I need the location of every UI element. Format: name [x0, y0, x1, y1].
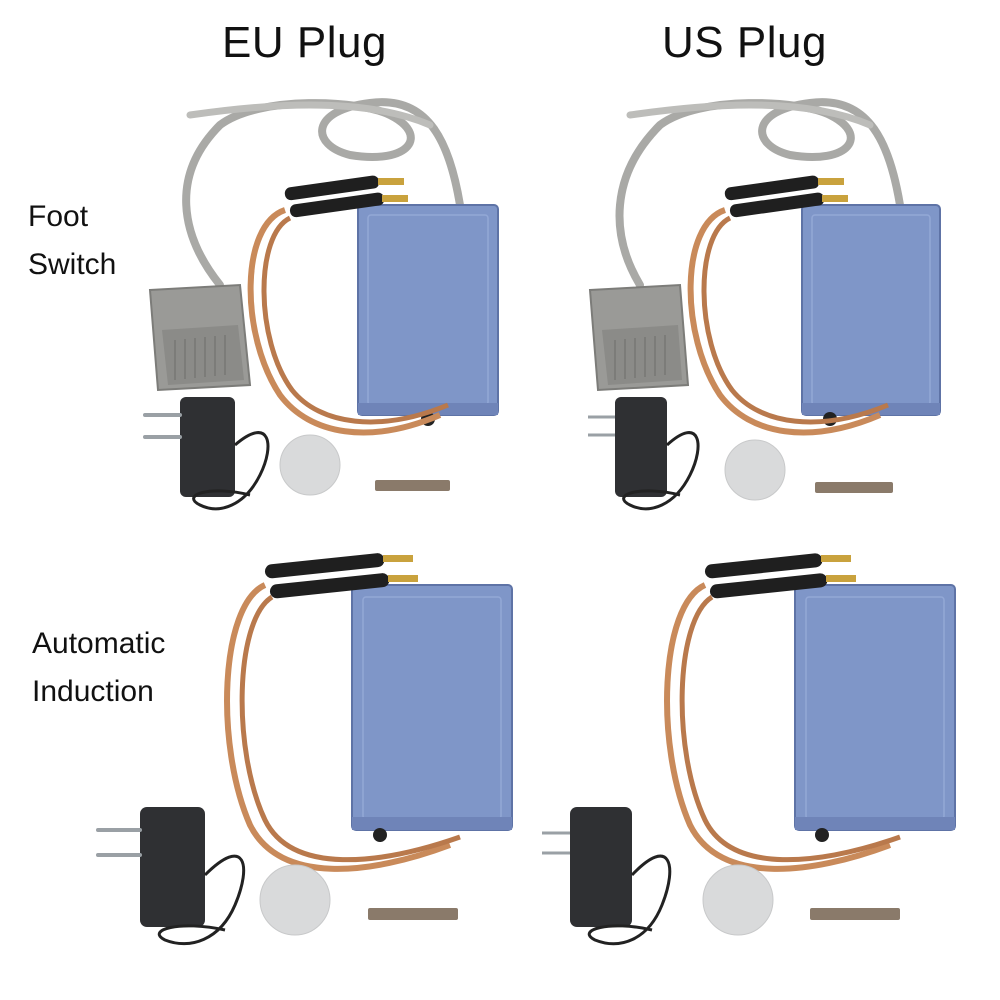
pedal-cable: [615, 98, 904, 289]
pedal-cable: [182, 98, 464, 289]
welding-pen: [284, 175, 408, 218]
welder-body: [351, 584, 513, 842]
sanding-disc: [279, 434, 341, 496]
foot-pedal: [148, 283, 252, 392]
foot-switch-label: Foot Switch: [28, 193, 116, 289]
copper-cable: [247, 207, 442, 436]
copper-cable: [224, 582, 452, 872]
foot-pedal: [588, 283, 690, 392]
copper-cable: [687, 207, 882, 436]
welder-body: [357, 204, 499, 426]
nickel-strip: [815, 482, 893, 493]
welding-pen: [264, 553, 418, 599]
sanding-disc: [702, 864, 774, 936]
welder-body: [801, 204, 941, 426]
eu-plug-heading: EU Plug: [222, 18, 387, 67]
eu-foot-switch-kit-photo: [110, 85, 510, 525]
welding-pen: [724, 175, 848, 218]
foot-switch-label-line-1: Foot: [28, 200, 89, 233]
us-plug-heading: US Plug: [662, 18, 827, 67]
nickel-strip: [810, 908, 900, 920]
nickel-strip: [375, 480, 450, 491]
foot-switch-label-line-2: Switch: [28, 248, 117, 281]
us-automatic-kit-photo: [530, 545, 970, 990]
automatic-induction-label: Automatic Induction: [32, 620, 165, 716]
welding-pen: [704, 553, 856, 599]
us-power-adapter: [542, 807, 672, 946]
automatic-induction-label-line-2: Induction: [32, 675, 154, 708]
eu-automatic-kit-photo: [80, 545, 530, 990]
nickel-strip: [368, 908, 458, 920]
automatic-induction-label-line-1: Automatic: [32, 627, 166, 660]
sanding-disc: [724, 439, 786, 501]
eu-power-adapter: [96, 807, 246, 946]
sanding-disc: [259, 864, 331, 936]
welder-body: [794, 584, 956, 842]
copper-cable: [664, 582, 892, 872]
eu-power-adapter: [143, 397, 270, 511]
us-power-adapter: [588, 397, 700, 511]
us-foot-switch-kit-photo: [560, 85, 960, 525]
